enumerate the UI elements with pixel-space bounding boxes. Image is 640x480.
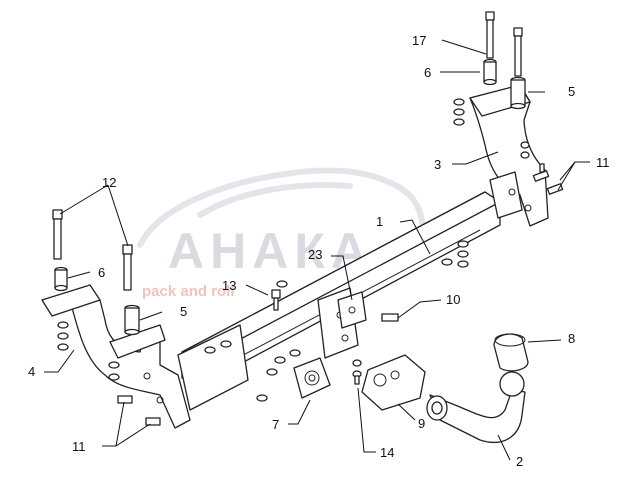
screw-14: [352, 359, 362, 385]
watermark-car-roof-icon: [197, 182, 353, 218]
bolt-12-left-a: [52, 209, 63, 260]
bolt-12-left-b: [122, 244, 133, 291]
label-4: 4: [28, 364, 35, 379]
spacer-tube-5-left: [124, 304, 140, 336]
socket-module-9: [361, 354, 426, 411]
ball-cover-8: [493, 333, 529, 372]
label-6-right: 6: [424, 65, 431, 80]
label-10: 10: [446, 292, 460, 307]
left-side-bracket: [41, 284, 191, 429]
leader-lines: [44, 39, 590, 461]
label-1: 1: [376, 214, 383, 229]
clamp-23: [337, 291, 367, 329]
watermark-brand: АНАКА: [168, 223, 373, 279]
spacer-tube-6-left: [54, 266, 68, 292]
bolts-11-right: [532, 163, 564, 195]
label-12: 12: [102, 175, 116, 190]
watermark-slogan: pack and roll: [142, 283, 235, 300]
socket-plate-7: [293, 357, 331, 399]
beam-fasteners: [204, 240, 469, 402]
watermark-car-outline-icon: [137, 167, 425, 248]
right-side-bracket: [469, 84, 549, 227]
watermark: АНАКА pack and roll: [137, 167, 425, 300]
spacer-tube-5-right: [510, 76, 526, 110]
label-23: 23: [308, 247, 322, 262]
label-6-left: 6: [98, 265, 105, 280]
label-17: 17: [412, 33, 426, 48]
label-5-left: 5: [180, 304, 187, 319]
label-11-right: 11: [596, 155, 610, 170]
screw-13: [271, 280, 288, 311]
label-2: 2: [516, 454, 523, 469]
label-11-left: 11: [72, 439, 86, 454]
bolts-11-left: [117, 395, 161, 426]
label-13: 13: [222, 278, 236, 293]
bolt-17-right-a: [485, 11, 495, 59]
callout-labels: 1 2 3 4 5 5 6 6 7 8 9 10 11 11 12 13 14 …: [28, 33, 610, 469]
spacer-tube-6-right: [483, 58, 497, 86]
label-8: 8: [568, 331, 575, 346]
label-5-right: 5: [568, 84, 575, 99]
left-nuts-washers: [57, 321, 120, 381]
label-9: 9: [418, 416, 425, 431]
right-nuts-washers: [453, 98, 530, 159]
tow-ball-arm-2: [426, 371, 526, 444]
label-14: 14: [380, 445, 394, 460]
left-beam-end-plate: [177, 324, 249, 411]
bolt-17-right-b: [513, 27, 523, 77]
label-3: 3: [434, 157, 441, 172]
label-7: 7: [272, 417, 279, 432]
